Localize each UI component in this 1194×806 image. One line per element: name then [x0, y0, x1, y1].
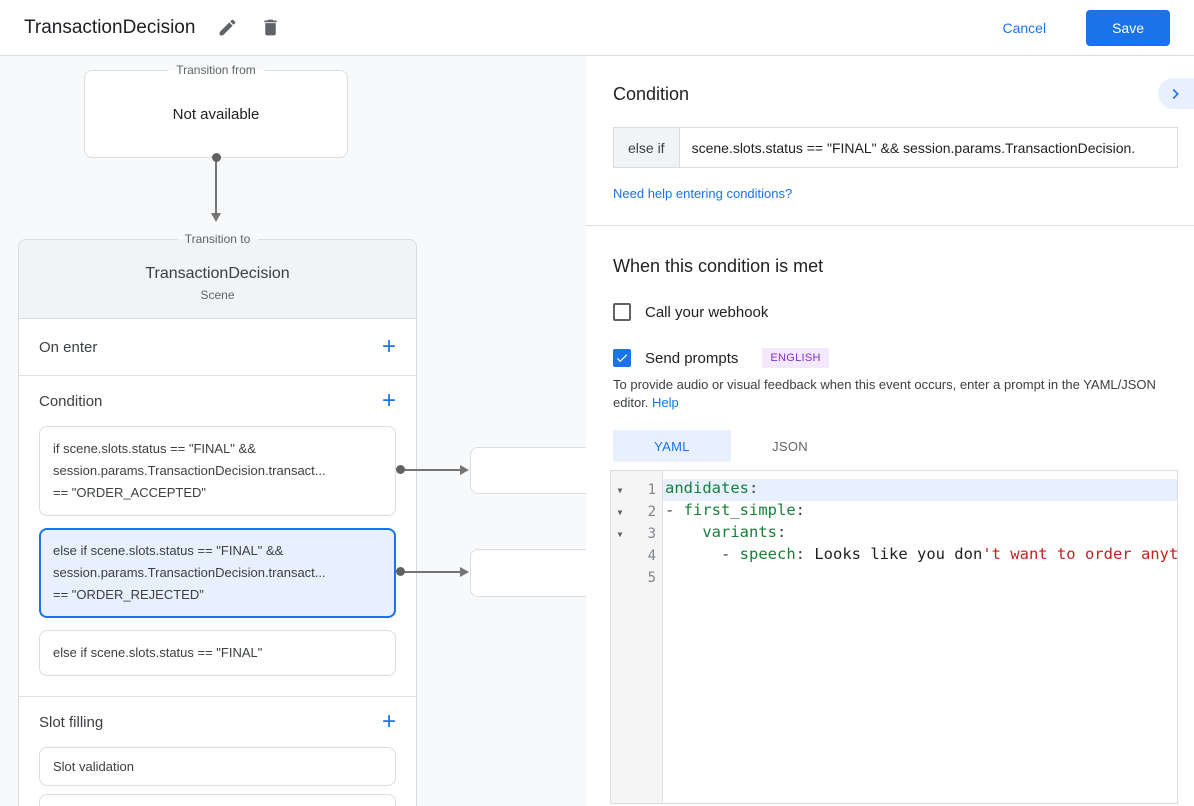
condition-section: Condition + [19, 376, 416, 426]
prompt-help-link[interactable]: Help [652, 395, 679, 410]
condition-item-line: == "ORDER_REJECTED" [53, 587, 204, 602]
arrow-right-icon [460, 567, 469, 577]
transition-from-value: Not available [172, 105, 260, 123]
condition-item-line: else if scene.slots.status == "FINAL" && [53, 543, 284, 558]
fold-arrow-icon[interactable]: ▼ [617, 529, 623, 539]
language-badge: ENGLISH [762, 348, 829, 368]
line-number: 4 [647, 548, 656, 564]
tab-yaml[interactable]: YAML [613, 430, 731, 462]
condition-item-line: session.params.TransactionDecision.trans… [53, 463, 326, 478]
trash-icon [264, 19, 278, 36]
editor-tab-bar: YAML JSON [613, 430, 1194, 462]
condition-item-1[interactable]: if scene.slots.status == "FINAL" && sessi… [39, 426, 396, 516]
when-met-heading: When this condition is met [613, 256, 824, 276]
condition-item-line: else if scene.slots.status == "FINAL" [53, 645, 263, 660]
condition-item-2[interactable]: else if scene.slots.status == "FINAL" &&… [39, 528, 396, 618]
editor-code-area[interactable]: andidates:- first_simple: variants: - sp… [663, 471, 1177, 803]
line-number: 5 [647, 570, 656, 586]
code-line-3: variants: [702, 523, 787, 541]
scene-card: Transition to TransactionDecision Scene … [18, 232, 417, 806]
scene-card-title: TransactionDecision [145, 264, 290, 282]
on-enter-label: On enter [39, 338, 98, 356]
tab-json[interactable]: JSON [772, 438, 808, 454]
webhook-label: Call your webhook [645, 303, 769, 321]
collapse-panel-button[interactable] [1158, 78, 1194, 109]
conditions-help-link[interactable]: Need help entering conditions? [613, 186, 793, 201]
flow-canvas: Transition from Not available Transition… [0, 56, 586, 806]
line-number: 1 [647, 482, 656, 498]
arrow-down-icon [211, 213, 221, 222]
connector-dot [396, 567, 405, 576]
transition-from-node: Transition from Not available [84, 63, 348, 158]
connector-line [215, 161, 217, 213]
transition-target-node[interactable] [470, 447, 586, 494]
webhook-checkbox[interactable] [613, 303, 631, 321]
line-number: 2 [647, 504, 656, 520]
pencil-icon [220, 19, 236, 36]
add-condition-button[interactable]: + [381, 387, 396, 414]
code-line-4: - speech: Looks like you don't want to o… [665, 545, 1177, 563]
transition-from-legend: Transition from [168, 63, 264, 77]
send-prompts-row: Send prompts ENGLISH [613, 348, 1167, 368]
scene-title: TransactionDecision [24, 16, 196, 38]
code-line-5 [663, 567, 1177, 589]
code-editor[interactable]: ▼ 1 ▼ 2 ▼ 3 4 5 andidates:- first_simple: varia… [610, 470, 1178, 804]
top-bar: TransactionDecision Cancel Save [0, 0, 1194, 56]
webhook-row: Call your webhook [613, 303, 1167, 321]
condition-item-line: session.params.TransactionDecision.trans… [53, 565, 326, 580]
prompt-description-text: To provide audio or visual feedback when… [613, 377, 1156, 410]
condition-expression-input[interactable] [678, 127, 1178, 168]
on-enter-section: On enter + [19, 319, 416, 375]
connector-line [404, 571, 460, 573]
condition-label: Condition [39, 392, 103, 410]
connector-dot [396, 465, 405, 474]
section-divider [19, 696, 416, 697]
condition-expression-row: else if [613, 127, 1178, 168]
scene-card-subtitle: Scene [200, 287, 235, 302]
connector-line [404, 469, 460, 471]
add-slot-button[interactable]: + [381, 708, 396, 735]
section-divider [19, 375, 416, 376]
delete-scene-button[interactable] [260, 17, 281, 38]
line-number: 3 [647, 526, 656, 542]
check-icon [616, 354, 628, 363]
code-line-2: - first_simple: [665, 501, 805, 519]
slot-filling-section: Slot filling + [19, 697, 416, 747]
send-prompts-checkbox[interactable] [613, 349, 631, 367]
arrow-right-icon [460, 465, 469, 475]
panel-divider [586, 225, 1194, 226]
condition-item-3[interactable]: else if scene.slots.status == "FINAL" [39, 630, 396, 676]
scene-card-header[interactable]: TransactionDecision Scene [19, 240, 416, 319]
condition-item-line: if scene.slots.status == "FINAL" && [53, 441, 256, 456]
panel-condition-heading: Condition [613, 84, 690, 104]
connector-dot [212, 153, 221, 162]
slot-filling-label: Slot filling [39, 713, 104, 731]
condition-item-line: == "ORDER_ACCEPTED" [53, 485, 206, 500]
add-on-enter-button[interactable]: + [381, 333, 396, 360]
send-prompts-label: Send prompts [645, 349, 739, 367]
transition-target-node[interactable] [470, 549, 586, 597]
chevron-right-icon [1172, 88, 1179, 99]
slot-item-partial[interactable] [39, 794, 396, 806]
slot-item-list: Slot validation [19, 747, 416, 806]
edit-scene-button[interactable] [217, 17, 238, 38]
slot-item[interactable]: Slot validation [39, 747, 396, 786]
condition-prefix: else if [613, 127, 679, 168]
save-button[interactable]: Save [1086, 9, 1170, 46]
prompt-description: To provide audio or visual feedback when… [613, 376, 1160, 412]
code-line-1: andidates: [663, 479, 1177, 501]
cancel-button[interactable]: Cancel [1002, 19, 1047, 36]
condition-detail-panel: Condition else if Need help entering con… [586, 56, 1194, 806]
fold-arrow-icon[interactable]: ▼ [617, 507, 623, 517]
transition-to-legend: Transition to [176, 232, 259, 246]
condition-item-list: if scene.slots.status == "FINAL" && sessi… [19, 426, 416, 696]
fold-arrow-icon[interactable]: ▼ [617, 485, 623, 495]
editor-gutter: ▼ 1 ▼ 2 ▼ 3 4 5 [611, 471, 663, 803]
